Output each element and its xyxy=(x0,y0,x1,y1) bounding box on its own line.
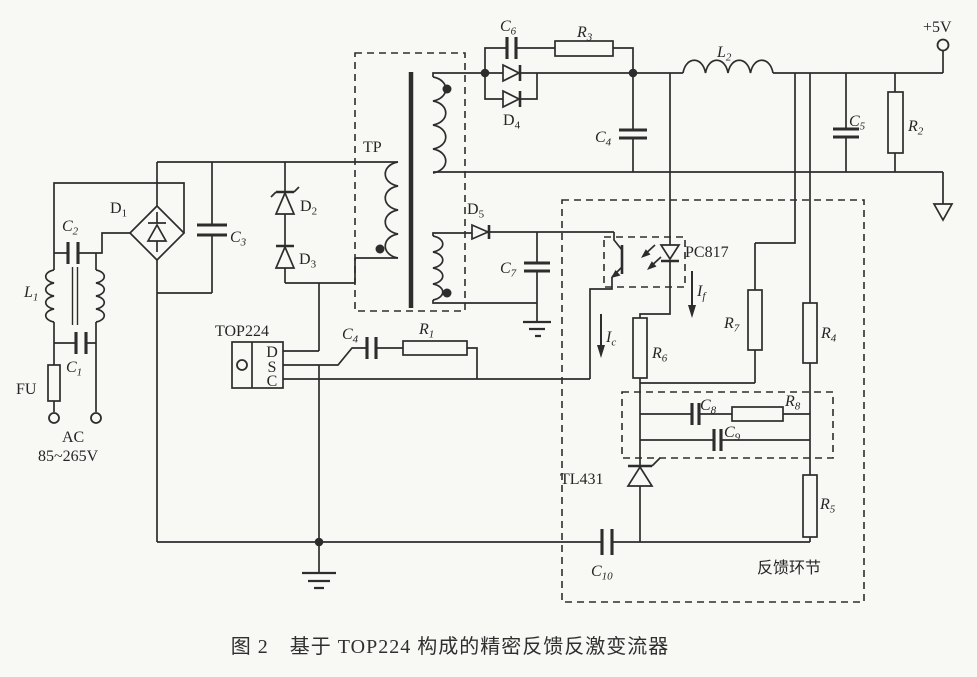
label-c3: C3 xyxy=(230,229,247,249)
label-if: If xyxy=(696,283,707,303)
fuse-fu xyxy=(47,364,61,402)
tl431-regulator xyxy=(612,457,810,543)
compensation-box xyxy=(621,391,834,459)
opto-led xyxy=(659,244,681,261)
resistor-r1 xyxy=(402,340,468,356)
secondary-polarity-dot xyxy=(442,84,452,94)
figure-caption: 图 2 基于 TOP224 构成的精密反馈反激变流器 xyxy=(230,636,670,658)
control-rc-c4-r1 xyxy=(365,337,478,379)
feedback-section-box xyxy=(561,199,865,603)
bias-ground-symbol xyxy=(523,320,551,338)
bias-polarity-dot xyxy=(442,288,452,298)
label-l1: L1 xyxy=(23,284,38,304)
top224-mounting-hole xyxy=(236,359,248,371)
bridge-rectifier-d1 xyxy=(128,162,212,542)
resistor-r2 xyxy=(887,91,904,154)
primary-ground-symbol xyxy=(302,571,336,590)
label-pc817: PC817 xyxy=(685,244,729,261)
label-r3: R3 xyxy=(576,24,593,44)
label-top224: TOP224 xyxy=(215,323,269,340)
label-c4-bypass: C4 xyxy=(342,326,359,346)
ground-rail xyxy=(157,529,614,590)
label-c1: C1 xyxy=(66,359,82,379)
label-r7: R7 xyxy=(723,315,740,335)
label-c7: C7 xyxy=(500,260,517,280)
label-r6: R6 xyxy=(651,345,668,365)
output-ground-symbol xyxy=(932,203,954,222)
label-d3: D3 xyxy=(299,251,317,271)
label-c6: C6 xyxy=(500,18,517,38)
primary-winding xyxy=(384,161,399,259)
label-l2: L2 xyxy=(716,44,732,64)
bias-winding xyxy=(432,235,444,301)
label-c10: C10 xyxy=(591,563,613,583)
resistor-r4 xyxy=(802,302,818,364)
label-fu: FU xyxy=(16,381,37,398)
label-feedback-section: 反馈环节 xyxy=(757,559,821,577)
resistor-r5 xyxy=(802,474,818,538)
label-r5: R5 xyxy=(819,496,836,516)
label-ic: Ic xyxy=(605,329,616,349)
label-d1: D1 xyxy=(110,200,127,220)
output-rectifier-d4 xyxy=(480,37,638,109)
ac-terminal-left xyxy=(48,412,60,424)
label-ac-voltage: 85~265V xyxy=(38,448,99,465)
label-d5: D5 xyxy=(467,201,485,221)
pin-label-s: S xyxy=(268,359,277,376)
pin-label-c: C xyxy=(267,373,278,390)
if-arrow xyxy=(688,305,696,318)
feedback-network xyxy=(561,73,865,603)
label-plus5v: +5V xyxy=(923,19,952,36)
label-c9: C9 xyxy=(724,424,741,444)
label-r2: R2 xyxy=(907,118,924,138)
pin-label-d: D xyxy=(266,344,278,361)
label-r1: R1 xyxy=(418,321,434,341)
plus5v-terminal xyxy=(936,38,950,52)
bulk-cap-c3 xyxy=(157,161,398,293)
output-filter xyxy=(433,38,954,222)
clamp-d2-d3 xyxy=(270,162,398,351)
label-c4-output: C4 xyxy=(595,129,612,149)
top224-ic xyxy=(231,341,590,542)
resistor-r8 xyxy=(731,406,784,422)
input-filter xyxy=(44,182,185,424)
label-r4: R4 xyxy=(820,325,837,345)
inductor-l2 xyxy=(682,59,774,74)
label-d2: D2 xyxy=(300,198,317,218)
current-arrows xyxy=(597,271,696,358)
secondary-winding xyxy=(432,76,447,174)
label-c2: C2 xyxy=(62,218,79,238)
label-ac: AC xyxy=(62,429,84,446)
ic-arrow xyxy=(597,345,605,358)
label-tl431: TL431 xyxy=(560,471,604,488)
resistor-r3 xyxy=(554,40,614,57)
optocoupler-pc817 xyxy=(589,73,686,379)
label-c5: C5 xyxy=(849,113,866,133)
transformer-tp xyxy=(354,52,537,312)
l1-core xyxy=(71,267,79,325)
resistor-r6 xyxy=(632,317,648,379)
primary-polarity-dot xyxy=(375,244,385,254)
bias-supply-d5-c7 xyxy=(471,223,614,338)
label-tp: TP xyxy=(363,139,382,156)
ac-terminal-right xyxy=(90,412,102,424)
label-c8: C8 xyxy=(700,397,717,417)
resistor-r7 xyxy=(747,289,763,351)
label-d4: D4 xyxy=(503,112,521,132)
label-r8: R8 xyxy=(784,393,801,413)
